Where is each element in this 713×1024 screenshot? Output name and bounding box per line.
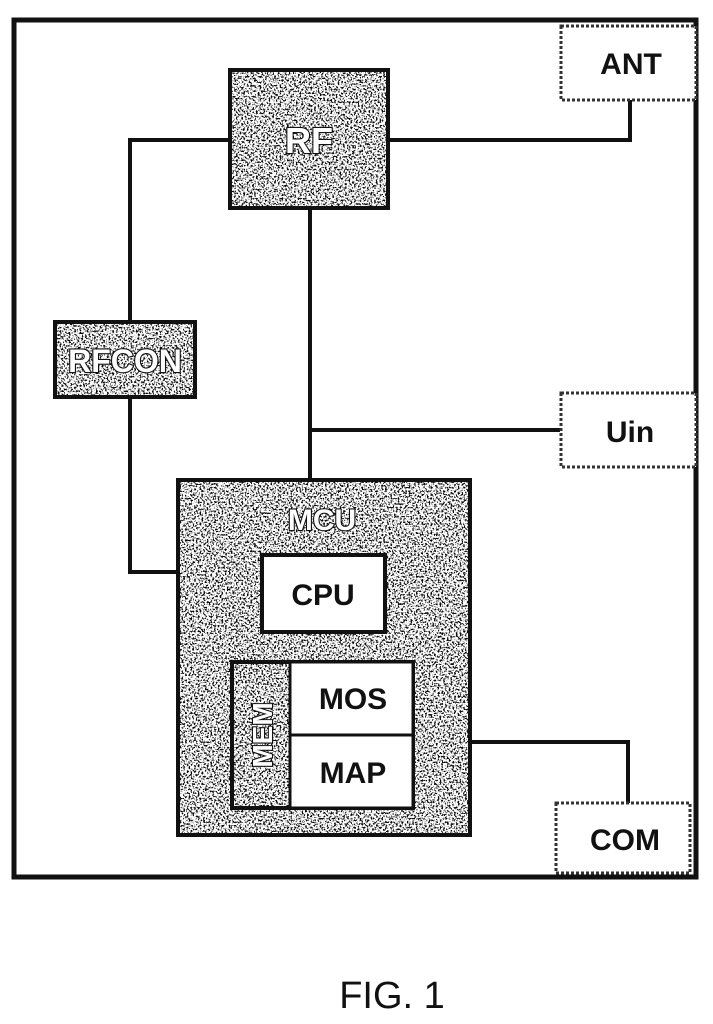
rf-label: RF [285, 120, 333, 161]
cpu-label: CPU [291, 579, 354, 612]
com-block: COM [554, 801, 692, 875]
mos-label: MOS [319, 683, 387, 716]
map-label: MAP [320, 757, 387, 790]
uin-label: Uin [606, 416, 654, 449]
rf-block: RF [228, 68, 390, 210]
cpu-block: CPU [260, 553, 387, 634]
mcu-label: MCU [288, 504, 356, 537]
wire-rf-ant [388, 100, 632, 142]
rfcon-block: RFCON [53, 320, 197, 399]
wire-mem-com [413, 740, 630, 803]
com-label: COM [590, 824, 660, 857]
wire-rf-rfcon [128, 138, 230, 322]
wire-rfcon-mcu [128, 397, 178, 574]
mem-block: MEM MOS MAP [230, 660, 415, 810]
rfcon-label: RFCON [68, 343, 182, 379]
mcu-block: MCU CPU MEM MOS MAP [176, 478, 472, 837]
ant-label: ANT [600, 48, 662, 81]
mem-label: MEM [247, 702, 278, 767]
ant-block: ANT [559, 24, 698, 102]
uin-block: Uin [559, 391, 698, 469]
figure-caption: FIG. 1 [339, 975, 445, 1017]
